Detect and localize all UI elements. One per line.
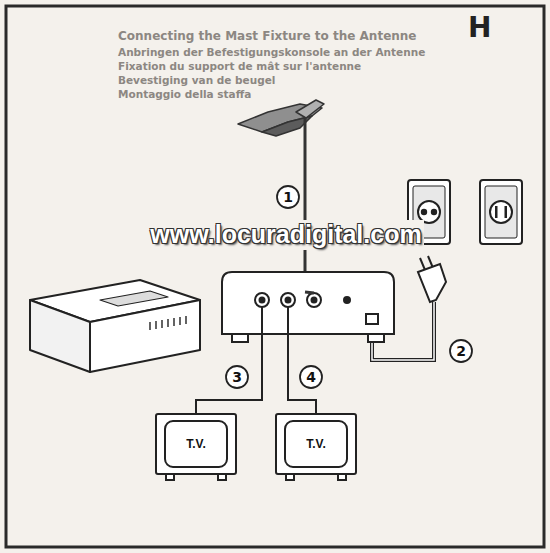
tv-cable xyxy=(288,307,316,418)
page-frame xyxy=(6,6,544,547)
watermark: www.locuradigital.com xyxy=(148,220,423,249)
wall-socket xyxy=(408,180,522,244)
vent-slot xyxy=(155,321,156,329)
tv-label: T.V. xyxy=(186,437,206,451)
vent-slot xyxy=(167,319,168,327)
tv-screen: T.V. xyxy=(164,420,228,468)
callout-number: 2 xyxy=(456,343,466,359)
vent-slot xyxy=(173,318,174,326)
amplifier xyxy=(222,272,394,342)
vent-slot xyxy=(179,317,180,325)
tv-body xyxy=(156,414,356,480)
antenna xyxy=(238,100,324,140)
tv-cable xyxy=(196,307,262,418)
vent-slot xyxy=(185,316,186,324)
callout-number: 1 xyxy=(283,189,293,205)
vent-slot xyxy=(161,320,162,328)
vent-slot xyxy=(149,322,150,330)
heading-text: Fixation du support de mât sur l'antenne xyxy=(118,60,361,72)
callout-number: 4 xyxy=(306,369,316,385)
heading-text: Montaggio della staffa xyxy=(118,88,251,100)
tv-screen: T.V. xyxy=(284,420,348,468)
mast xyxy=(304,140,307,220)
section-letter: H xyxy=(468,12,491,44)
power-plug xyxy=(418,256,446,302)
vent-slots xyxy=(150,316,186,330)
heading-text: Connecting the Mast Fixture to the Anten… xyxy=(118,30,417,44)
amplifier-perspective xyxy=(30,280,200,372)
heading-text: Anbringen der Befestigungskonsole an der… xyxy=(118,46,425,58)
callout-number: 3 xyxy=(232,369,242,385)
tv-label: T.V. xyxy=(306,437,326,451)
heading-text: Bevestiging van de beugel xyxy=(118,74,275,86)
antenna-cable xyxy=(305,292,314,293)
